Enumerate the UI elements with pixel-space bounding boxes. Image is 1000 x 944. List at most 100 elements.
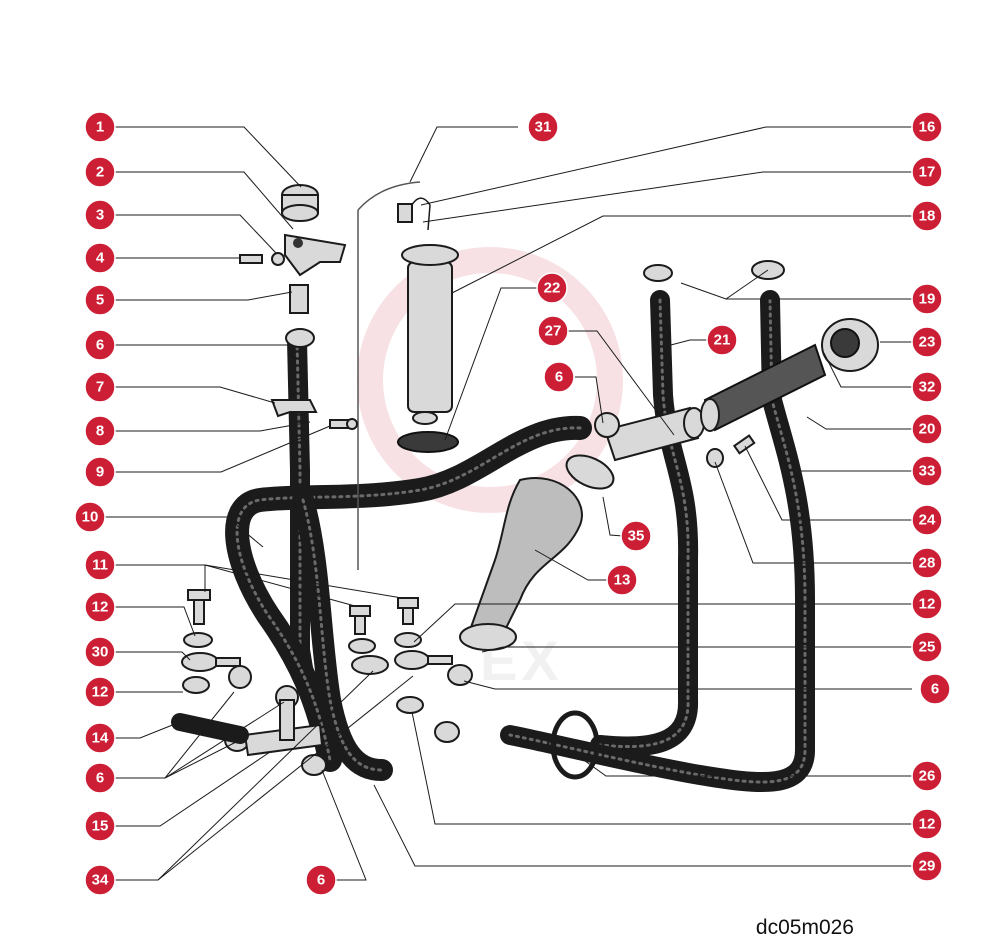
callout: 28 — [911, 547, 943, 579]
callout-marker — [911, 547, 943, 579]
callout-label: 28 — [919, 555, 936, 572]
callout-label: 9 — [96, 464, 104, 481]
callout-label: 16 — [919, 119, 936, 136]
callout: 34 — [84, 864, 116, 896]
callout-label: 35 — [628, 528, 645, 545]
callout-marker — [74, 501, 106, 533]
callout-label: 5 — [96, 292, 104, 309]
callout-marker — [84, 156, 116, 188]
cap-1 — [281, 184, 319, 222]
callout: 16 — [911, 111, 943, 143]
callout-marker — [911, 455, 943, 487]
callout-label: 18 — [919, 208, 936, 225]
callout-marker — [911, 760, 943, 792]
callouts: 1 2 3 4 5 6 7 8 9 10 11 12 30 12 14 6 15… — [74, 111, 951, 896]
callout: 12 — [911, 808, 943, 840]
callout-label: 4 — [96, 250, 105, 267]
callout-marker — [84, 456, 116, 488]
callout-label: 26 — [919, 768, 936, 785]
callout: 26 — [911, 760, 943, 792]
callout: 6 — [919, 673, 951, 705]
clamp-e — [447, 664, 473, 686]
callout-marker — [911, 504, 943, 536]
callout-marker — [911, 111, 943, 143]
callout-label: 32 — [919, 379, 936, 396]
callout-marker — [84, 415, 116, 447]
callout-label: 12 — [92, 599, 109, 616]
callout-label: 22 — [544, 280, 561, 297]
callout: 2 — [84, 156, 116, 188]
callout-label: 27 — [545, 323, 562, 340]
callout-label: 12 — [919, 596, 936, 613]
callout-marker — [84, 284, 116, 316]
callout: 7 — [84, 371, 116, 403]
callout-label: 14 — [92, 730, 109, 747]
hose-lower-left — [292, 489, 393, 781]
callout: 33 — [911, 455, 943, 487]
callout: 5 — [84, 284, 116, 316]
callout: 22 — [536, 272, 568, 304]
callout-label: 21 — [714, 332, 731, 349]
callout: 6 — [543, 361, 575, 393]
elbow-hose — [459, 454, 615, 651]
callout: 21 — [706, 324, 738, 356]
callout: 25 — [911, 631, 943, 663]
callout: 11 — [84, 549, 116, 581]
bracket-2 — [284, 233, 347, 277]
callout: 27 — [537, 315, 569, 347]
callout-marker — [911, 326, 943, 358]
callout-marker — [84, 591, 116, 623]
callout: 6 — [84, 329, 116, 361]
callout-label: 6 — [555, 369, 563, 386]
hose-right-vertical — [500, 290, 815, 793]
callout-label: 12 — [92, 684, 109, 701]
hose-14 — [171, 713, 249, 744]
hose-clamp-25 — [459, 623, 517, 651]
clamp-c — [643, 264, 673, 282]
callout: 12 — [84, 676, 116, 708]
callout-label: 15 — [92, 818, 109, 835]
callout-marker — [84, 864, 116, 896]
clip-7 — [270, 399, 318, 418]
callout: 6 — [305, 864, 337, 896]
cap-23 — [821, 318, 879, 372]
callout: 32 — [911, 371, 943, 403]
callout: 13 — [606, 564, 638, 596]
gasket-22 — [397, 431, 459, 453]
washers-12 — [182, 448, 724, 714]
callout: 14 — [84, 722, 116, 754]
callout-label: 23 — [919, 334, 936, 351]
banjo-30 — [181, 652, 241, 672]
callout-label: 12 — [919, 816, 936, 833]
callout-marker — [84, 329, 116, 361]
callout: 1 — [84, 111, 116, 143]
callout-label: 20 — [919, 421, 936, 438]
callout-label: 29 — [919, 858, 936, 875]
callout-label: 19 — [919, 291, 936, 308]
callout-marker — [911, 413, 943, 445]
callout-label: 6 — [931, 681, 939, 698]
callout-label: 30 — [92, 644, 109, 661]
callout-marker — [84, 549, 116, 581]
callout-label: 13 — [614, 572, 631, 589]
callout: 8 — [84, 415, 116, 447]
callout-label: 24 — [919, 512, 936, 529]
callout: 15 — [84, 810, 116, 842]
callout: 6 — [84, 762, 116, 794]
callout-label: 33 — [919, 463, 936, 480]
callout-marker — [537, 315, 569, 347]
tube-18 — [397, 197, 459, 453]
bolt-4 — [239, 252, 285, 266]
callout: 3 — [84, 199, 116, 231]
callout-marker — [620, 520, 652, 552]
bolt-11-left — [187, 589, 211, 625]
callout-label: 10 — [82, 509, 99, 526]
callout-label: 34 — [92, 872, 109, 889]
callout-label: 17 — [919, 164, 936, 181]
callout-marker — [911, 156, 943, 188]
callout-label: 6 — [96, 337, 104, 354]
document-code: dc05m026 — [755, 916, 854, 939]
callout-label: 6 — [317, 872, 325, 889]
callout-label: 2 — [96, 164, 104, 181]
callout-marker — [84, 810, 116, 842]
